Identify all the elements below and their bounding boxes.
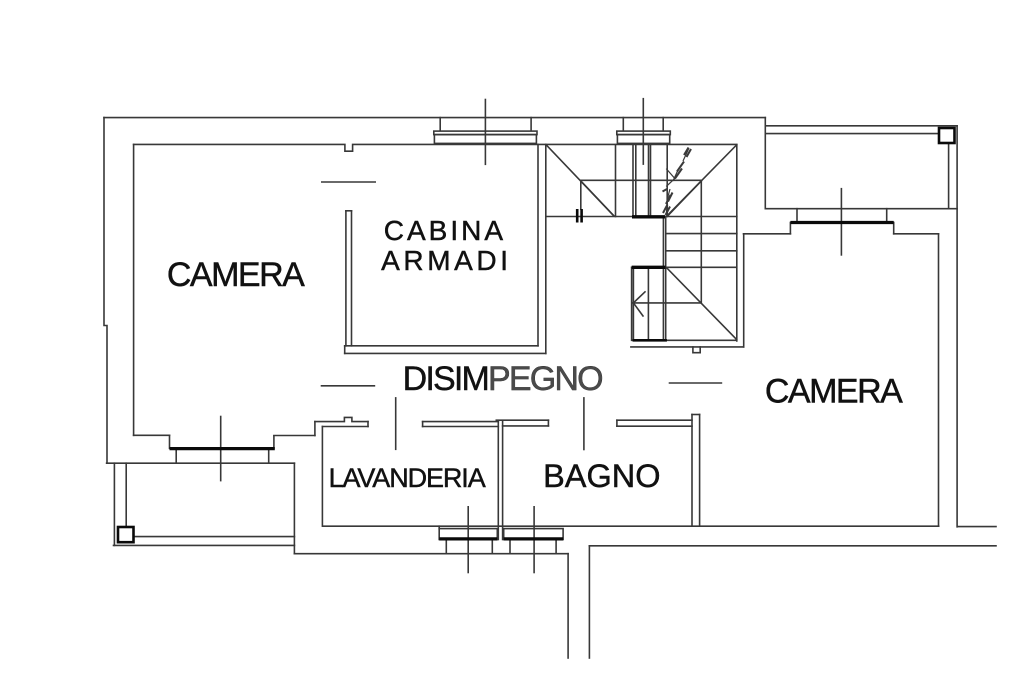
svg-text:CAMERA: CAMERA [167,256,305,294]
svg-text:ARMADI: ARMADI [381,245,512,276]
svg-text:LAVANDERIA: LAVANDERIA [329,463,486,493]
svg-text:DISIMPEGNO: DISIMPEGNO [403,360,603,398]
svg-text:BAGNO: BAGNO [543,458,660,494]
svg-text:CAMERA: CAMERA [765,373,903,411]
svg-text:CABINA: CABINA [384,215,506,246]
